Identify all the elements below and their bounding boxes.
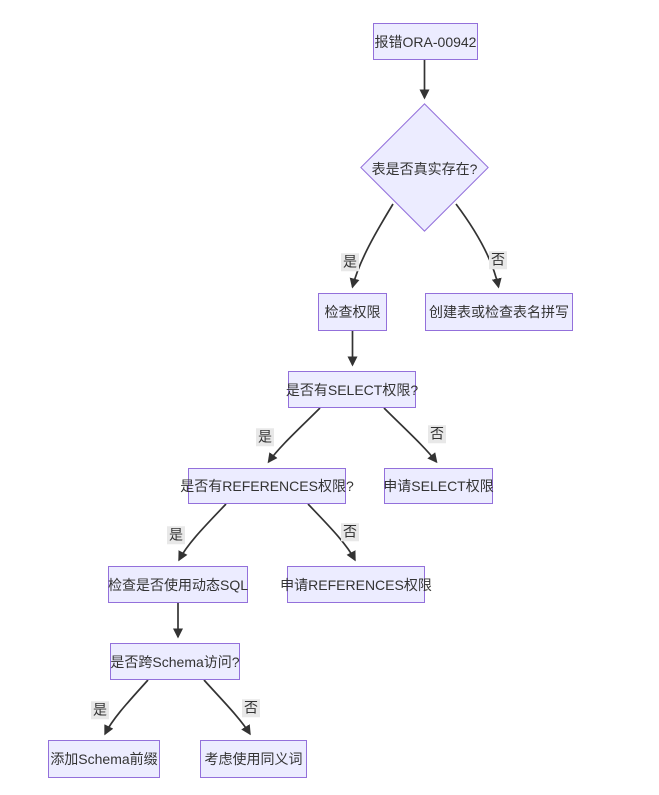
node-add-schema-prefix: 添加Schema前缀: [48, 740, 160, 778]
edge-label-yes-f-h: 是: [167, 526, 185, 544]
edge-label-no-f-i: 否: [341, 523, 359, 541]
node-check-permissions: 检查权限: [318, 293, 387, 331]
node-error-ora00942: 报错ORA-00942: [373, 23, 478, 60]
node-has-select-permission: 是否有SELECT权限?: [286, 371, 418, 408]
edge-f-i: [307, 503, 356, 562]
node-has-references-permission: 是否有REFERENCES权限?: [180, 468, 354, 504]
edge-e-f: [267, 407, 321, 464]
edge-e-g: [383, 407, 438, 464]
node-check-dynamic-sql: 检查是否使用动态SQL: [108, 566, 248, 603]
node-create-table-or-check-spelling: 创建表或检查表名拼写: [425, 293, 573, 331]
node-cross-schema-access: 是否跨Schema访问?: [110, 643, 240, 680]
edge-label-no-j-l: 否: [242, 699, 260, 717]
edge-label-yes-j-k: 是: [91, 701, 109, 719]
edge-label-yes-b-c: 是: [341, 253, 359, 271]
node-request-select-permission: 申请SELECT权限: [383, 468, 494, 504]
edge-j-l: [203, 679, 251, 736]
edge-label-no-e-g: 否: [428, 425, 446, 443]
edge-b-c: [349, 203, 394, 289]
edge-j-k: [104, 679, 149, 736]
decision-table-exists-label: 表是否真实存在?: [371, 161, 478, 177]
node-request-references-permission: 申请REFERENCES权限: [280, 566, 432, 603]
edge-b-d: [455, 203, 502, 289]
edge-f-h: [178, 503, 227, 562]
node-consider-synonym: 考虑使用同义词: [200, 740, 307, 778]
edge-label-yes-e-f: 是: [256, 428, 274, 446]
edge-label-no-b-d: 否: [489, 251, 507, 269]
